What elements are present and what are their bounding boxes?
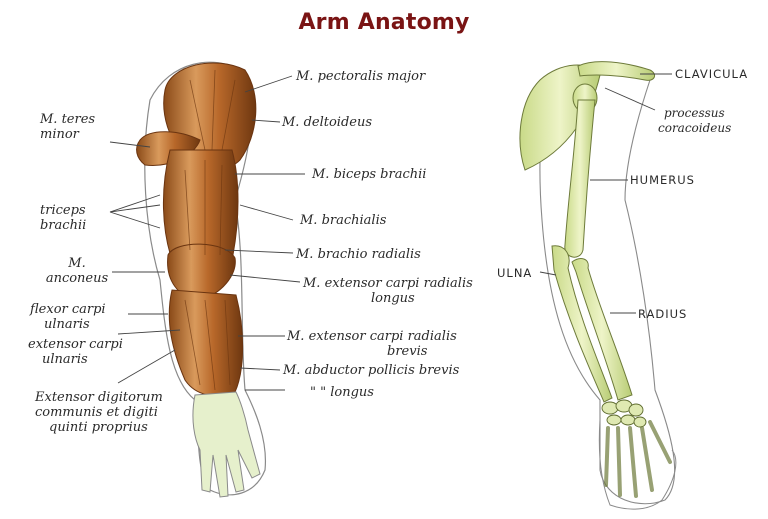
- label-teres-minor: M. teres minor: [40, 112, 96, 142]
- page-title: Arm Anatomy: [298, 10, 470, 35]
- clavicle: [577, 61, 656, 81]
- label-ulna: ULNA: [497, 266, 533, 280]
- label-extensor-carpi-ulnaris: extensor carpi ulnaris: [28, 337, 123, 367]
- radius: [571, 258, 633, 401]
- label-triceps-brachii: triceps brachii: [40, 203, 87, 233]
- label-clavicula: CLAVICULA: [675, 67, 749, 81]
- hand: [192, 391, 261, 498]
- label-brachioradialis: M. brachio radialis: [296, 247, 421, 262]
- label-biceps-brachii: M. biceps brachii: [312, 167, 427, 182]
- humerus: [564, 99, 596, 258]
- label-humerus: HUMERUS: [630, 173, 695, 187]
- upper-arm-muscles: [162, 149, 239, 261]
- label-extensor-digitorum: Extensor digitorum communis et digiti qu…: [35, 390, 163, 435]
- label-flexor-carpi-ulnaris: flexor carpi ulnaris: [30, 302, 106, 332]
- label-deltoideus: M. deltoideus: [282, 115, 373, 130]
- skeleton-arm-figure: [519, 61, 677, 510]
- muscle-leader-lines: [109, 75, 305, 391]
- label-processus-coracoideus: processus coracoideus: [658, 106, 732, 135]
- label-abductor-pollicis-longus: " " longus: [310, 385, 374, 400]
- label-radius: RADIUS: [638, 307, 688, 321]
- label-brachialis: M. brachialis: [300, 213, 387, 228]
- muscle-arm-figure: [136, 61, 267, 498]
- label-pectoralis-major: M. pectoralis major: [296, 69, 426, 84]
- label-ext-carpi-radialis-brevis: M. extensor carpi radialis brevis: [287, 329, 457, 359]
- label-abductor-pollicis-brevis: M. abductor pollicis brevis: [283, 363, 460, 378]
- ulna: [551, 245, 613, 403]
- label-anconeus: M. anconeus: [45, 256, 109, 286]
- label-ext-carpi-radialis-longus: M. extensor carpi radialis longus: [303, 276, 473, 306]
- skeleton-leader-lines: [539, 73, 672, 314]
